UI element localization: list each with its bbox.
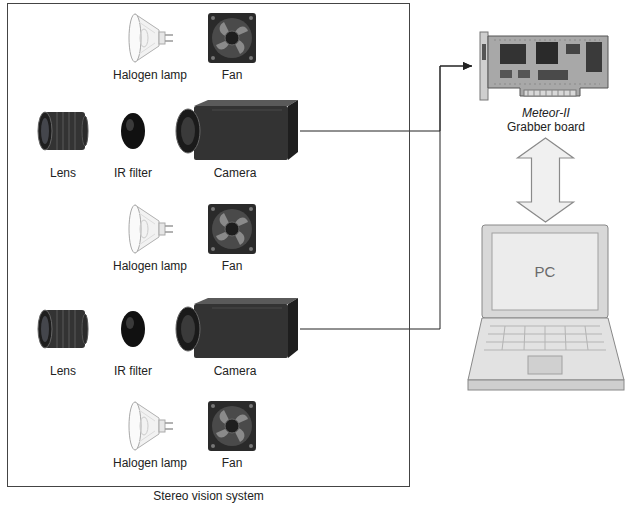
halogen-lamp: Halogen lamp (105, 12, 195, 82)
ir-filter-icon (121, 311, 145, 347)
fan: Fan (207, 12, 257, 82)
part-label: Fan (222, 68, 243, 82)
lens-icon (38, 112, 88, 150)
ir-filter: IR filter (105, 100, 161, 180)
camera: Camera (170, 100, 300, 180)
halogen-lamp: Halogen lamp (105, 203, 195, 273)
part-label: Camera (214, 364, 257, 378)
grabber-board: Meteor-IIGrabber board (472, 28, 620, 134)
ir-filter-icon (121, 113, 145, 149)
double-arrow (518, 138, 574, 222)
system-frame: Stereo vision systemHalogen lampFanLensI… (7, 3, 410, 487)
part-label: PC (535, 263, 556, 281)
camera-icon (176, 298, 298, 358)
part-label: Camera (214, 166, 257, 180)
lens: Lens (32, 298, 94, 378)
part-label: Lens (50, 166, 76, 180)
halogen-lamp-icon (129, 402, 173, 450)
camera: Camera (170, 298, 300, 378)
part-label: Fan (222, 456, 243, 470)
signal-wire (300, 66, 472, 131)
pc: PC (482, 225, 608, 318)
part-label: Fan (222, 259, 243, 273)
part-label: IR filter (114, 364, 152, 378)
part-label: Halogen lamp (113, 259, 187, 273)
part-label: Halogen lamp (113, 68, 187, 82)
fan-icon (208, 13, 256, 63)
laptop-icon (468, 225, 624, 390)
part-label: Halogen lamp (113, 456, 187, 470)
ir-filter: IR filter (105, 298, 161, 378)
lens-icon (38, 310, 88, 348)
part-label: Grabber board (507, 120, 585, 134)
part-label: Meteor-II (522, 106, 570, 120)
part-label: Lens (50, 364, 76, 378)
part-label: IR filter (114, 166, 152, 180)
fan-icon (208, 204, 256, 254)
fan-icon (208, 401, 256, 451)
grabber-board-icon (480, 32, 608, 100)
signal-wire (300, 66, 472, 329)
halogen-lamp: Halogen lamp (105, 400, 195, 470)
camera-icon (176, 100, 298, 160)
halogen-lamp-icon (129, 14, 173, 62)
fan: Fan (207, 203, 257, 273)
lens: Lens (32, 100, 94, 180)
fan: Fan (207, 400, 257, 470)
group-caption: Stereo vision system (153, 489, 264, 503)
halogen-lamp-icon (129, 205, 173, 253)
